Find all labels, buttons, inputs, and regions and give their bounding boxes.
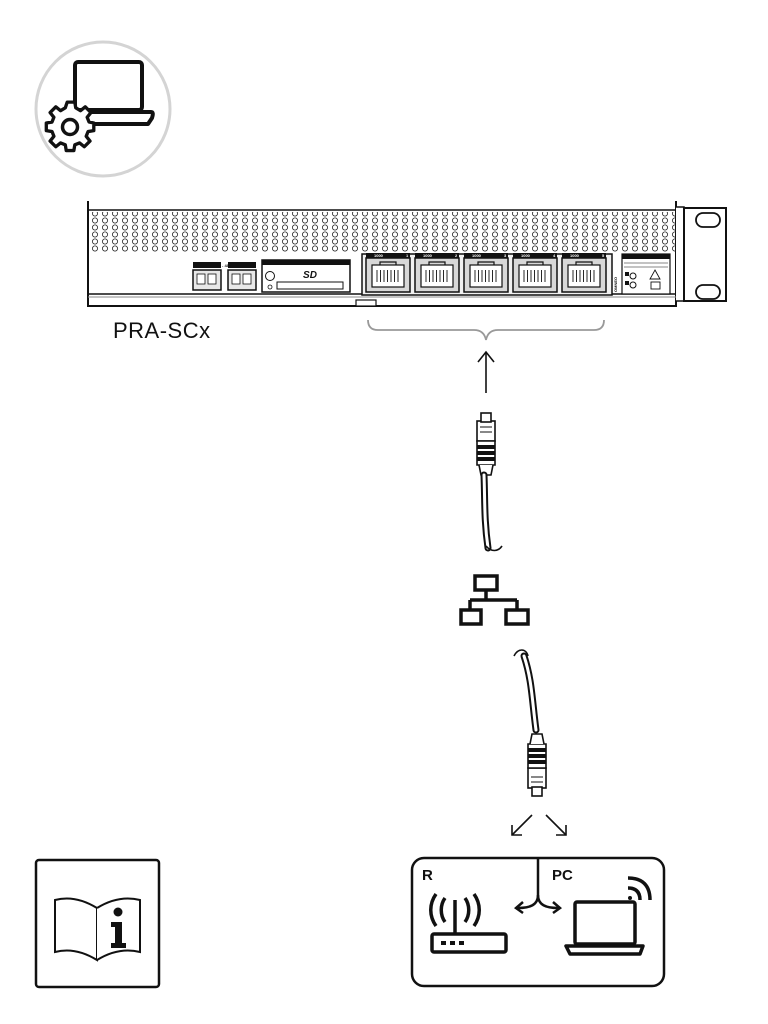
ethernet-port-3[interactable]: 1000 3 [463, 252, 509, 293]
network-switch-icon [459, 574, 530, 626]
ethernet-cable-lower [513, 649, 547, 797]
port-number-label: 2 [455, 253, 458, 258]
ethernet-port-1[interactable]: 1000 1 [365, 252, 411, 293]
target-devices-box: R PC [410, 856, 666, 988]
laptop-gear-icon [34, 40, 172, 178]
ethernet-ports: 1000 1 1000 2 1000 3 1000 4 1000 5 [361, 252, 618, 296]
status-indicator-block [621, 253, 671, 295]
port-speed-label: 1000 [570, 253, 580, 258]
ethernet-port-4[interactable]: 1000 4 [512, 252, 558, 293]
device-model-label: PRA-SCx [113, 318, 211, 343]
port-speed-label: 1000 [374, 253, 384, 258]
port-speed-label: 1000 [472, 253, 482, 258]
wifi-router-icon [429, 892, 508, 954]
power-terminal-block: 24 - 48V [192, 262, 257, 291]
port-number-label: 3 [504, 253, 507, 258]
router-label: R [422, 867, 433, 884]
pc-label: PC [552, 867, 573, 884]
port-speed-label: 1000 [521, 253, 531, 258]
sd-card-slot: SD [261, 259, 351, 293]
power-voltage-label: 24 - 48V [216, 263, 231, 268]
wireless-laptop-icon [564, 876, 652, 956]
manual-info-icon [34, 858, 161, 989]
port-number-label: 5 [602, 253, 605, 258]
up-arrow-icon [477, 350, 495, 393]
port-number-label: 4 [553, 253, 556, 258]
omneo-side-label: OMNEO [613, 277, 618, 292]
ethernet-port-2[interactable]: 1000 2 [414, 252, 460, 293]
split-arrows-icon [511, 814, 567, 836]
ethernet-port-5[interactable]: 1000 5 [561, 252, 607, 293]
port-number-label: 1 [406, 253, 409, 258]
sd-logo-label: SD [303, 270, 317, 281]
ports-bracket [367, 319, 605, 341]
device-front-panel: 24 - 48V SD 1000 1 1000 2 [87, 201, 727, 307]
port-speed-label: 1000 [423, 253, 433, 258]
ethernet-cable-upper [476, 412, 503, 552]
